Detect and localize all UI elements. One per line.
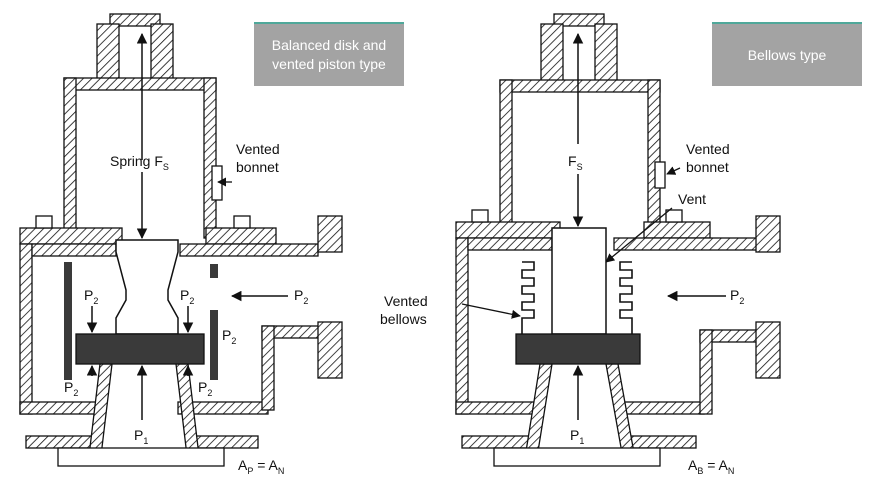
right-vent-plug	[654, 161, 666, 189]
right-valve-body	[455, 215, 781, 465]
right-bonnet-leader	[666, 166, 681, 175]
left-bolt-a	[35, 215, 53, 229]
left-title-box: Balanced disk and vented piston type	[254, 22, 404, 86]
left-p2-label-d: P2	[198, 379, 212, 398]
left-guide-bar	[64, 262, 72, 380]
right-stem	[551, 227, 607, 335]
left-p2-label-side: P2	[222, 327, 236, 346]
right-vent-leader	[605, 207, 673, 263]
left-disk	[75, 333, 205, 365]
right-bolt-a	[471, 209, 489, 223]
left-area-equation: AP = AN	[238, 457, 284, 476]
right-spring-label: FS	[568, 153, 583, 172]
right-bonnet-label-2: bonnet	[686, 159, 729, 175]
left-bonnet-label-2: bonnet	[236, 159, 279, 175]
right-valve: FS Vented bonnet Vent Vented bellows P2 …	[380, 13, 781, 476]
left-bonnet-label-1: Vented	[236, 141, 280, 157]
left-vent-plug	[211, 165, 223, 201]
right-p1-label: P1	[570, 427, 584, 446]
left-p2-outlet-label: P2	[294, 287, 308, 306]
right-bellows-right	[619, 261, 633, 334]
right-valve-bonnet	[455, 13, 711, 239]
left-p2-label-c: P2	[64, 379, 78, 398]
right-title-box: Bellows type	[712, 22, 862, 86]
left-title-line2: vented piston type	[272, 56, 386, 72]
left-title-line1: Balanced disk and	[271, 37, 387, 53]
left-valve: Spring FS Vented bonnet P2 P2 P2 P2 P2 P…	[19, 13, 343, 476]
left-p1-label: P1	[134, 427, 148, 446]
right-guide-bar	[210, 310, 218, 380]
right-area-equation: AB = AN	[688, 457, 734, 476]
upper-guide-stub	[210, 264, 218, 278]
right-disk	[515, 333, 641, 365]
left-valve-bonnet	[19, 13, 277, 245]
left-p2-label-a: P2	[84, 287, 98, 306]
right-p2-outlet-label: P2	[730, 287, 744, 306]
left-p2-label-b: P2	[180, 287, 194, 306]
right-bellows-leader	[461, 303, 521, 319]
right-bolt-b	[665, 209, 683, 223]
right-bellows-label-2: bellows	[380, 311, 427, 327]
right-vent-label: Vent	[678, 191, 706, 207]
left-valve-body	[19, 215, 343, 465]
right-bellows-label-1: Vented	[384, 293, 428, 309]
right-title: Bellows type	[747, 46, 827, 63]
left-spring-label: Spring FS	[110, 153, 169, 172]
left-bolt-b	[233, 215, 251, 229]
left-spindle	[115, 239, 179, 335]
right-bonnet-label-1: Vented	[686, 141, 730, 157]
right-bellows-left	[521, 261, 535, 334]
